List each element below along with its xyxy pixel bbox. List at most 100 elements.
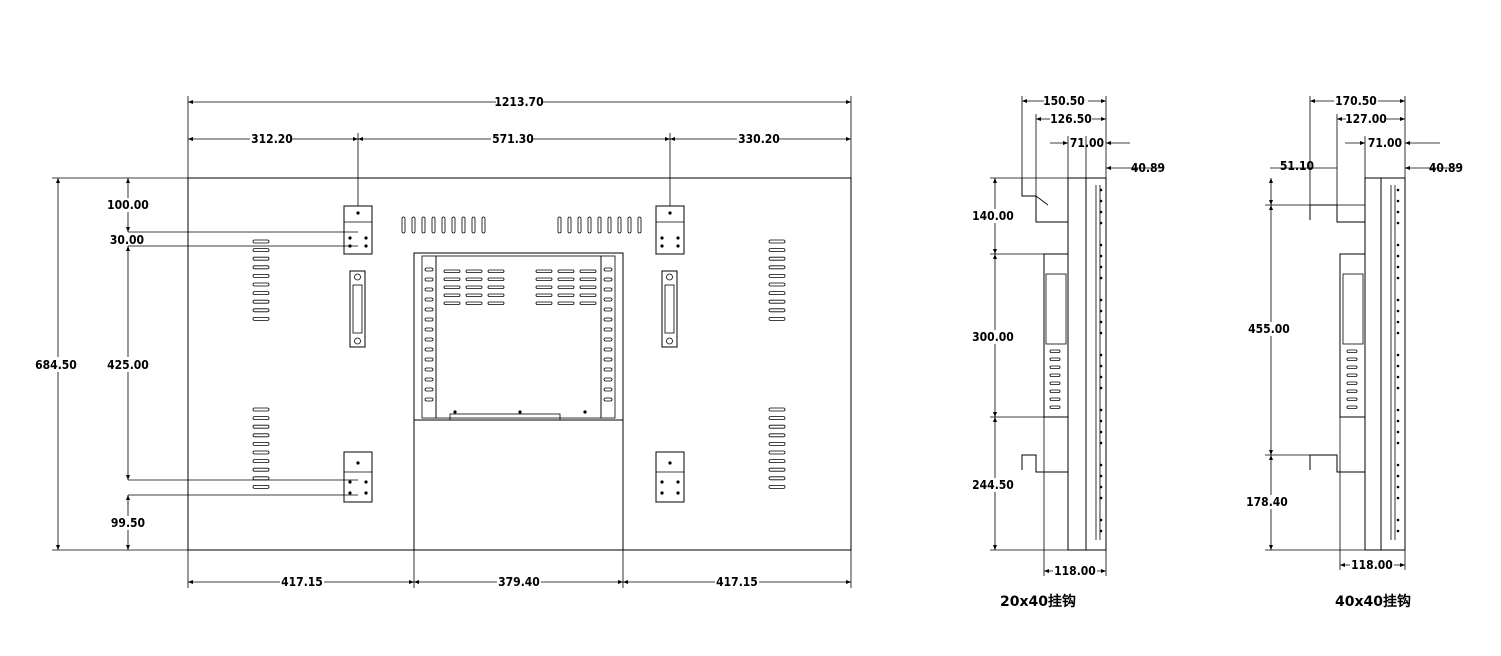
- bracket-top-right: [655, 205, 685, 255]
- hole-dot: [1099, 474, 1103, 478]
- handle-right: [661, 270, 678, 348]
- vent-slot: [252, 467, 270, 472]
- hole-dot: [1396, 529, 1400, 533]
- side-view-holes-2: [1396, 188, 1400, 533]
- hole-dot: [1099, 375, 1103, 379]
- vent-slot: [768, 273, 786, 278]
- vent-slot: [768, 476, 786, 481]
- dim-top-segment-2: 571.30: [492, 132, 534, 146]
- hole-dot: [1396, 408, 1400, 412]
- vent-slot: [424, 347, 434, 352]
- dim-bottom-left: 417.15: [281, 575, 323, 589]
- vent-slot: [252, 450, 270, 455]
- grill-slot: [557, 277, 575, 281]
- vent-slot: [252, 273, 270, 278]
- vent-slot: [252, 282, 270, 287]
- vent-slot: [424, 377, 434, 382]
- vent-slot: [557, 216, 562, 234]
- vent-slot: [424, 297, 434, 302]
- vent-slot: [471, 216, 476, 234]
- grill-slot: [465, 293, 483, 297]
- hole-dot: [1099, 496, 1103, 500]
- vent-slot: [768, 299, 786, 304]
- hole-dot: [1396, 386, 1400, 390]
- hole-dot: [1099, 518, 1103, 522]
- vent-slot: [603, 387, 613, 392]
- vent-slot: [252, 308, 270, 313]
- vent-slot: [768, 407, 786, 412]
- grill-slot: [443, 277, 461, 281]
- dim-top-segment-3: 330.20: [738, 132, 780, 146]
- vent-slot: [603, 397, 613, 402]
- grill-slot: [535, 277, 553, 281]
- vent-slot: [603, 377, 613, 382]
- vent-slot: [1346, 373, 1358, 377]
- vent-slot: [603, 327, 613, 332]
- vent-slot: [421, 216, 426, 234]
- grill-slot: [465, 269, 483, 273]
- grill-slot: [535, 301, 553, 305]
- vent-top-right: [557, 216, 642, 234]
- grill-slot: [579, 269, 597, 273]
- vent-slot: [587, 216, 592, 234]
- vent-slot: [627, 216, 632, 234]
- hole-dot: [1099, 199, 1103, 203]
- vent-slot: [1346, 381, 1358, 385]
- hole-dot: [1396, 364, 1400, 368]
- vent-slot: [424, 397, 434, 402]
- side1-dim-300: 300.00: [972, 330, 1014, 344]
- hole-dot: [1396, 276, 1400, 280]
- caption-20x40: 20x40挂钩: [1000, 593, 1076, 610]
- hole-dot: [1396, 298, 1400, 302]
- hole-dot: [1099, 188, 1103, 192]
- side2-dim-71: 71.00: [1368, 136, 1402, 150]
- vent-slot: [424, 277, 434, 282]
- vent-slot: [1049, 405, 1061, 409]
- hole-dot: [1396, 331, 1400, 335]
- dim-top-segment-1: 312.20: [251, 132, 293, 146]
- vent-slot: [768, 316, 786, 321]
- grill-slot: [487, 285, 505, 289]
- side-view-40x40: 170.50 127.00 71.00 51.10 40.89 455.00 1…: [1246, 94, 1463, 610]
- vent-slot: [424, 387, 434, 392]
- dim-bottom-right: 417.15: [716, 575, 758, 589]
- vent-slot: [252, 265, 270, 270]
- hole-dot: [1099, 529, 1103, 533]
- vent-slot: [252, 459, 270, 464]
- front-view: 1213.70 312.20 571.30 330.20 684.50 100.…: [35, 95, 852, 589]
- hole-dot: [1099, 221, 1103, 225]
- dim-left-30: 30.00: [110, 233, 144, 247]
- side2-dim-127: 127.00: [1345, 112, 1387, 126]
- side-vent-stacks: [252, 239, 786, 489]
- side-view-20x40: 150.50 126.50 71.00 40.89 140.00 300.00 …: [972, 94, 1165, 610]
- grill-slot: [557, 293, 575, 297]
- vent-slot: [768, 450, 786, 455]
- vent-slot: [461, 216, 466, 234]
- central-vent-right: [603, 267, 613, 402]
- vent-slot: [768, 484, 786, 489]
- dim-left-425: 425.00: [107, 358, 149, 372]
- vent-slot: [768, 416, 786, 421]
- vent-slot: [1049, 349, 1061, 353]
- vent-slot: [1049, 357, 1061, 361]
- grill-slot: [465, 301, 483, 305]
- dim-overall-height: 684.50: [35, 358, 77, 372]
- hole-dot: [1396, 430, 1400, 434]
- grill-slot: [557, 269, 575, 273]
- vent-slot: [1346, 357, 1358, 361]
- grill-slot: [465, 285, 483, 289]
- vent-slot: [768, 291, 786, 296]
- side2-dim-455: 455.00: [1248, 322, 1290, 336]
- hole-dot: [1099, 210, 1103, 214]
- hole-dot: [1396, 254, 1400, 258]
- side1-dim-244: 244.50: [972, 478, 1014, 492]
- vent-slot: [768, 459, 786, 464]
- side-view-slots: [1049, 349, 1061, 409]
- hole-dot: [1396, 441, 1400, 445]
- vent-slot: [768, 256, 786, 261]
- vent-slot: [252, 256, 270, 261]
- grill-slot: [535, 269, 553, 273]
- vent-slot: [603, 317, 613, 322]
- vent-slot: [451, 216, 456, 234]
- vent-slot: [411, 216, 416, 234]
